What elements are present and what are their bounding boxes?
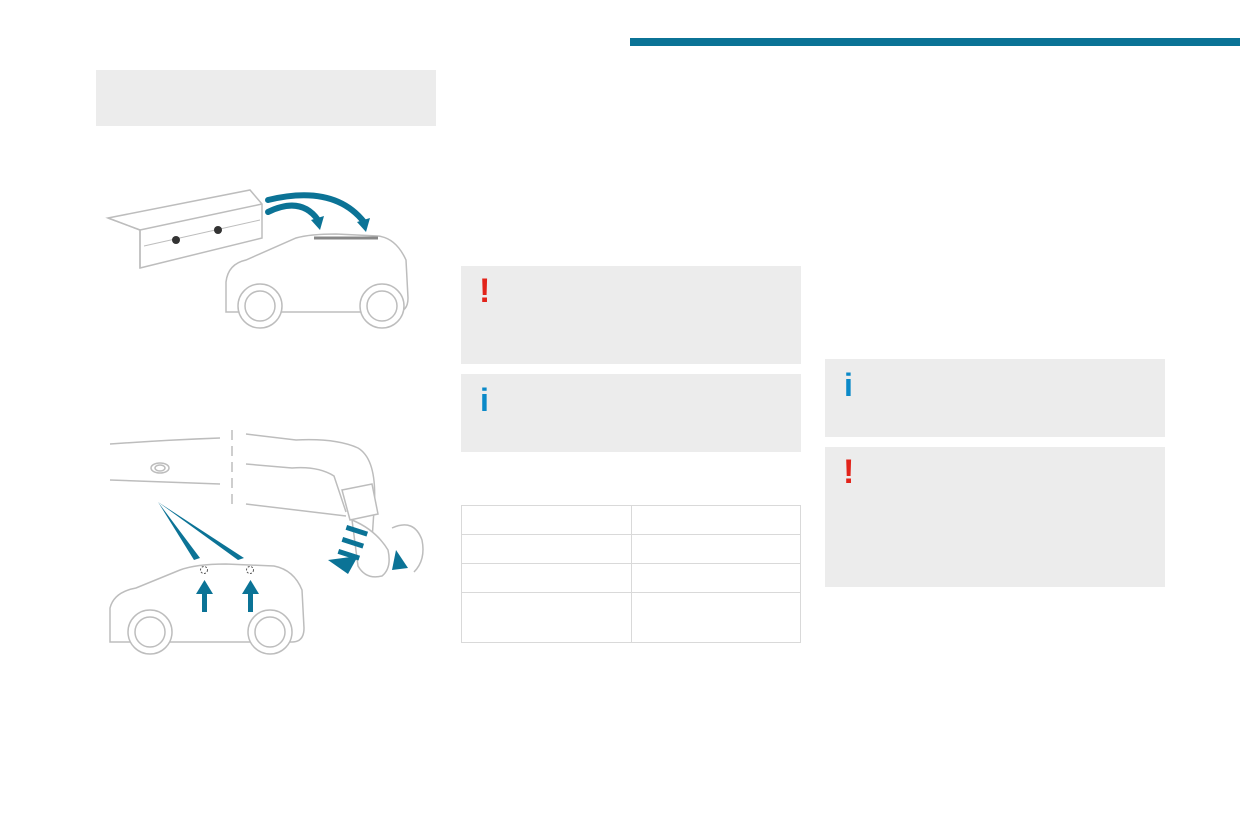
roof-fixing-points-illustration <box>109 430 424 655</box>
load-table <box>461 505 801 643</box>
table-cell <box>630 534 801 564</box>
info-note: i <box>461 374 801 452</box>
table-cell <box>630 592 801 643</box>
table-row <box>461 592 801 643</box>
info-icon: i <box>480 382 489 418</box>
table-row <box>461 534 801 564</box>
table-row <box>461 563 801 593</box>
table-row <box>461 505 801 535</box>
title-box <box>96 70 436 126</box>
warning-note: ! <box>461 266 801 364</box>
warning-note: ! <box>825 447 1165 587</box>
roof-bar-installation-illustration <box>105 189 409 329</box>
info-note: i <box>825 359 1165 437</box>
table-cell <box>461 563 632 593</box>
section-header-bar <box>630 38 1240 46</box>
exclamation-icon: ! <box>843 453 855 491</box>
table-cell <box>461 505 632 535</box>
table-cell <box>630 563 801 593</box>
exclamation-icon: ! <box>479 272 491 310</box>
table-cell <box>461 534 632 564</box>
info-icon: i <box>844 367 853 403</box>
table-cell <box>630 505 801 535</box>
table-cell <box>461 592 632 643</box>
